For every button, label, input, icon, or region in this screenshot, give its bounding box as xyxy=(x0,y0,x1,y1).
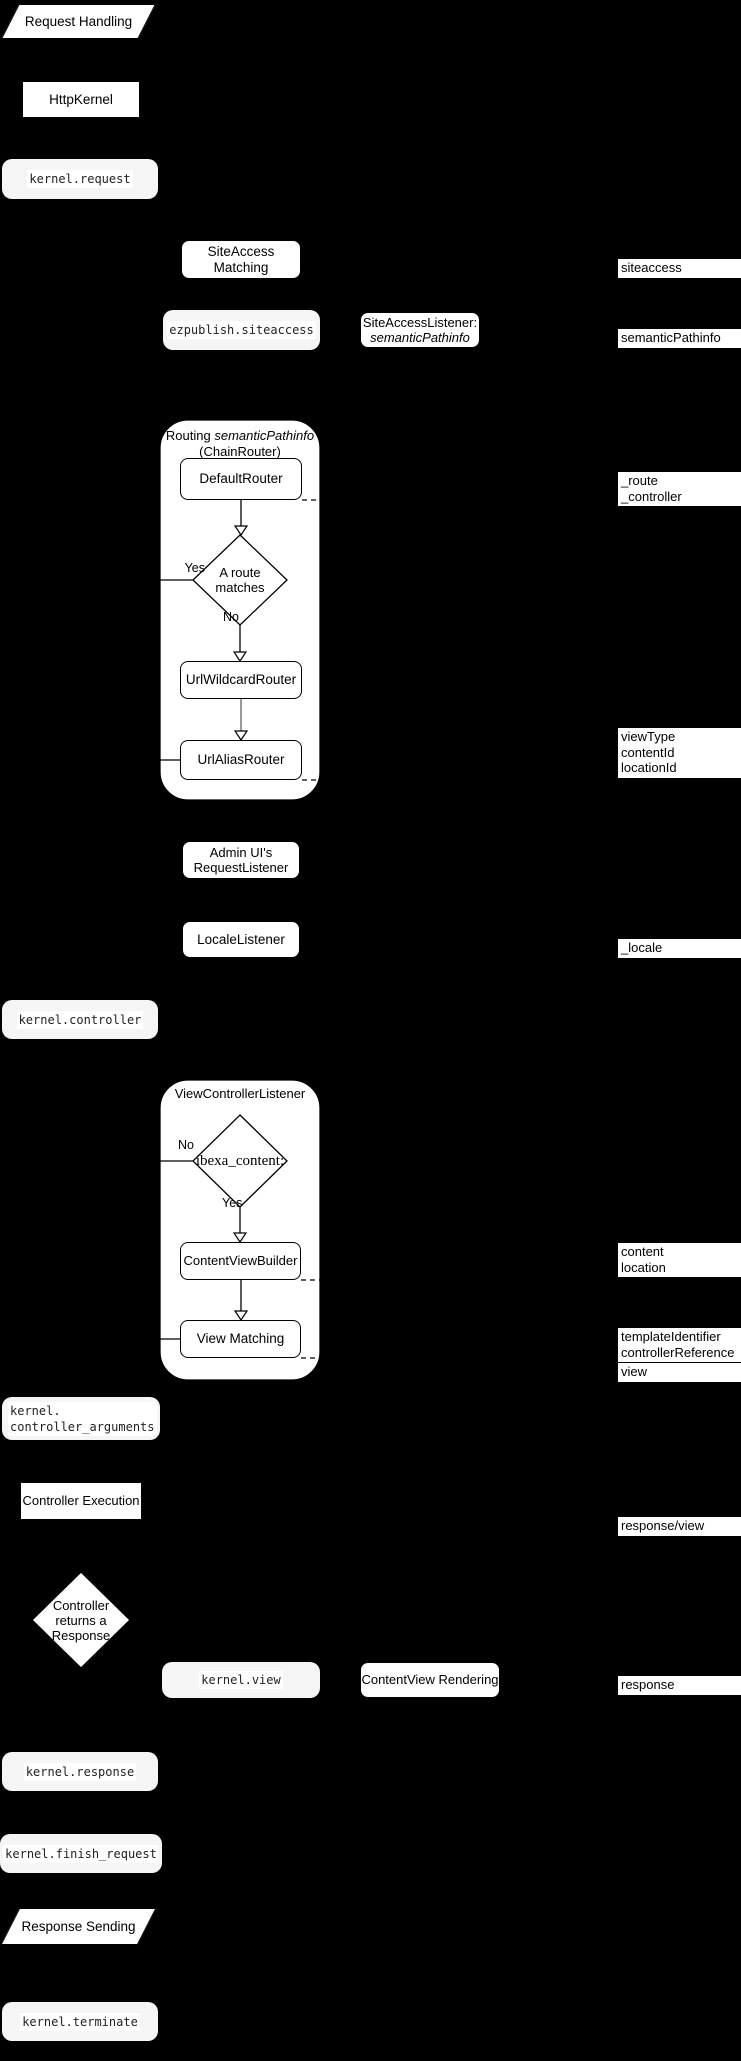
attr-label-route-controller: _route _controller xyxy=(618,472,741,506)
attr-label-response: response xyxy=(618,1676,741,1695)
event-kernel-terminate: kernel.terminate xyxy=(2,2002,158,2041)
attr-label-content-location: content location xyxy=(618,1243,741,1277)
process-content-view-builder: ContentViewBuilder xyxy=(180,1242,301,1280)
event-kernel-finish-request: kernel.finish_request xyxy=(0,1834,162,1873)
branch-no-view: No xyxy=(178,1138,194,1152)
decision-route-matches-label: A route matches xyxy=(193,560,287,600)
event-ezpublish-siteaccess: ezpublish.siteaccess xyxy=(163,310,320,350)
event-kernel-controller-label: kernel.controller xyxy=(16,1010,144,1029)
attr-label-view-params: viewType contentId locationId xyxy=(618,728,741,778)
event-kernel-controller: kernel.controller xyxy=(2,1000,158,1039)
process-siteaccess-matching-label: SiteAccess Matching xyxy=(207,243,275,275)
process-url-alias-router: UrlAliasRouter xyxy=(180,740,302,780)
process-default-router-label: DefaultRouter xyxy=(199,471,283,486)
process-controller-execution: Controller Execution xyxy=(20,1482,142,1520)
process-siteaccess-listener: SiteAccessListener: semanticPathinfo xyxy=(360,312,480,348)
event-kernel-controller-arguments-label: kernel. controller_arguments xyxy=(8,1401,157,1436)
routing-title-italic: semanticPathinfo xyxy=(214,428,315,443)
event-kernel-request: kernel.request xyxy=(2,159,158,199)
event-kernel-response-label: kernel.response xyxy=(23,1762,137,1781)
event-kernel-terminate-label: kernel.terminate xyxy=(20,2012,140,2031)
attr-label-view: view xyxy=(618,1363,741,1382)
event-kernel-view-label: kernel.view xyxy=(199,1671,283,1689)
decision-controller-returns-response-label: Controller returns a Response xyxy=(32,1596,130,1644)
process-http-kernel-label: HttpKernel xyxy=(49,91,113,107)
process-contentview-rendering-label: ContentView Rendering xyxy=(361,1672,499,1687)
attr-label-response-view: response/view xyxy=(618,1517,741,1536)
terminator-response-sending-label: Response Sending xyxy=(21,1918,136,1934)
event-ezpublish-siteaccess-label: ezpublish.siteaccess xyxy=(167,321,316,339)
decision-ibexa-content-label: ibexa_content: xyxy=(191,1151,289,1171)
event-kernel-finish-request-label: kernel.finish_request xyxy=(3,1844,159,1863)
process-admin-request-listener-label: Admin UI's RequestListener xyxy=(193,844,289,876)
attr-label-siteaccess: siteaccess xyxy=(618,259,741,278)
ibexa-content-text: ibexa_content: xyxy=(195,1152,285,1169)
routing-title-line2: (ChainRouter) xyxy=(199,444,281,459)
process-siteaccess-matching: SiteAccess Matching xyxy=(181,240,301,279)
process-admin-request-listener: Admin UI's RequestListener xyxy=(182,841,300,879)
routing-title-prefix: Routing xyxy=(165,428,215,443)
process-view-matching: View Matching xyxy=(180,1320,301,1358)
route-matches-text: A route matches xyxy=(215,565,265,595)
process-url-alias-router-label: UrlAliasRouter xyxy=(197,752,285,767)
attr-label-semantic-pathinfo: semanticPathinfo xyxy=(618,329,741,348)
process-controller-execution-label: Controller Execution xyxy=(22,1493,140,1508)
process-url-wildcard-router: UrlWildcardRouter xyxy=(180,661,302,699)
event-kernel-response: kernel.response xyxy=(2,1752,158,1791)
process-locale-listener: LocaleListener xyxy=(182,921,300,958)
process-contentview-rendering: ContentView Rendering xyxy=(360,1662,500,1698)
branch-no-route: No xyxy=(223,610,239,624)
process-content-view-builder-label: ContentViewBuilder xyxy=(183,1253,298,1268)
process-http-kernel: HttpKernel xyxy=(22,81,140,118)
process-url-wildcard-router-label: UrlWildcardRouter xyxy=(185,672,297,687)
terminator-response-sending: Response Sending xyxy=(10,1908,147,1945)
event-kernel-controller-arguments: kernel. controller_arguments xyxy=(2,1397,160,1440)
routing-container-title: Routing semanticPathinfo (ChainRouter) xyxy=(163,428,317,460)
terminator-request-handling: Request Handling xyxy=(10,4,147,39)
process-default-router: DefaultRouter xyxy=(180,458,302,500)
view-controller-listener-title: ViewControllerListener xyxy=(174,1086,306,1101)
siteaccess-listener-line2: semanticPathinfo xyxy=(370,330,470,345)
terminator-request-handling-label: Request Handling xyxy=(24,13,133,29)
siteaccess-listener-line1: SiteAccessListener: xyxy=(362,315,478,330)
attr-label-template-controller-ref: templateIdentifier controllerReference xyxy=(618,1328,741,1362)
event-kernel-request-label: kernel.request xyxy=(27,170,133,188)
branch-yes-view: Yes xyxy=(222,1196,243,1210)
event-kernel-view: kernel.view xyxy=(162,1662,320,1698)
controller-returns-response-text: Controller returns a Response xyxy=(51,1597,111,1643)
process-locale-listener-label: LocaleListener xyxy=(197,931,285,947)
process-view-matching-label: View Matching xyxy=(196,1331,285,1346)
branch-yes-route: Yes xyxy=(184,561,205,575)
attr-label-locale: _locale xyxy=(618,939,741,958)
